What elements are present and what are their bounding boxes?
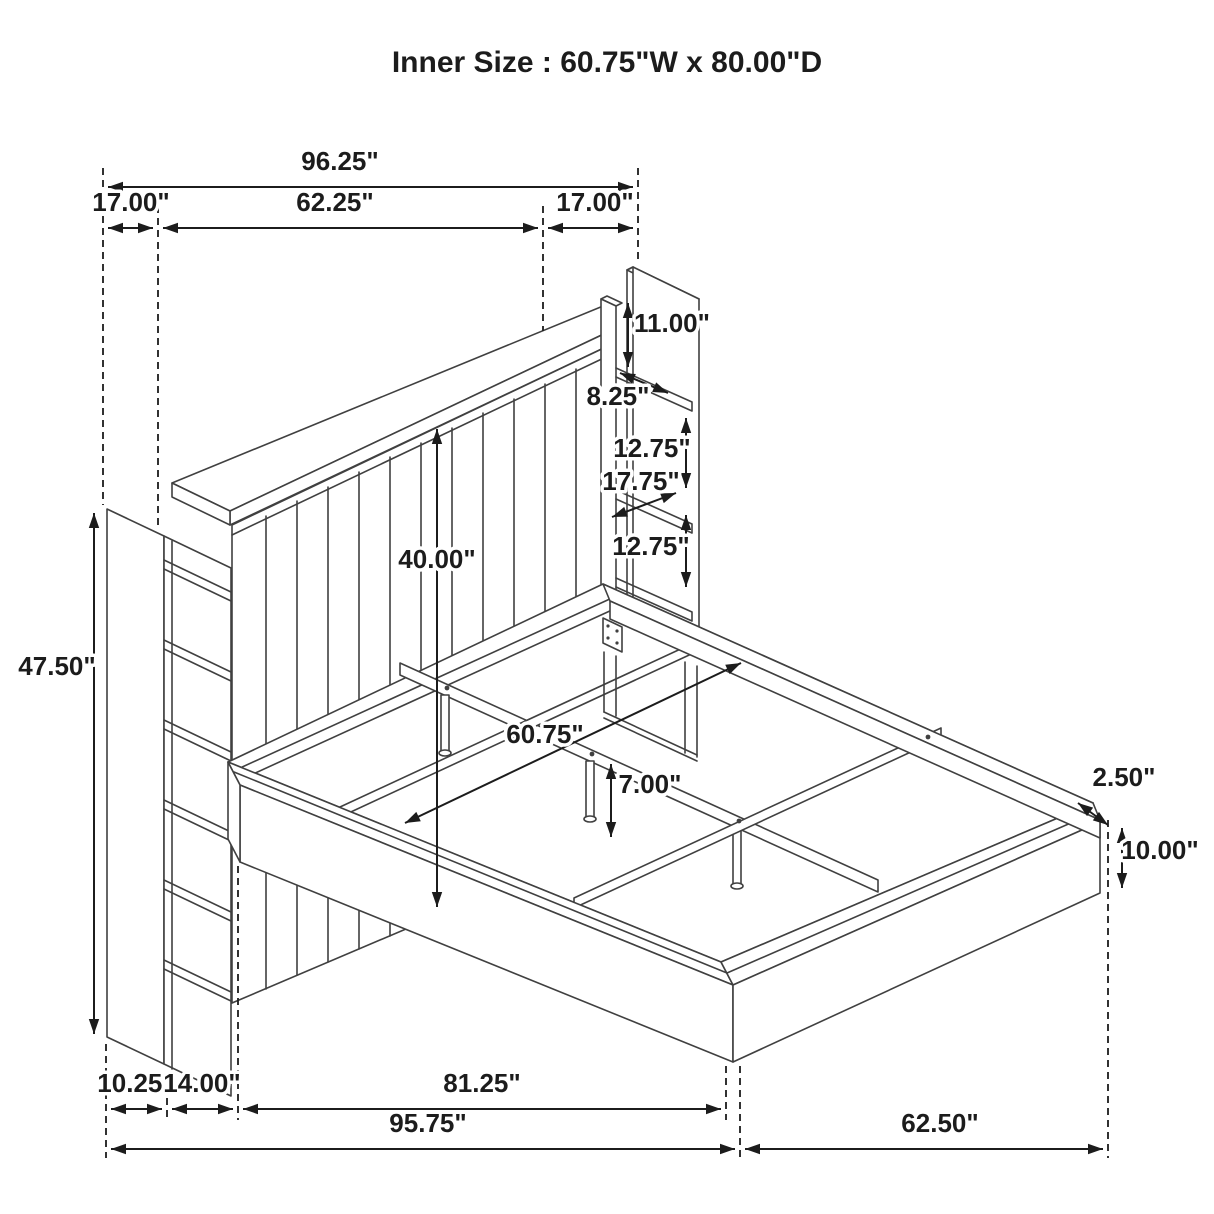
- dimension-label-rail-height: 10.00": [1121, 835, 1198, 865]
- arrowhead-icon: [88, 513, 100, 528]
- arrowhead-icon: [163, 222, 178, 234]
- arrowhead-icon: [622, 352, 634, 367]
- dimension-label-shelf-opening-b: 12.75": [612, 531, 689, 561]
- bed-platform: [227, 583, 1101, 1063]
- arrowhead-icon: [138, 222, 153, 234]
- arrowhead-icon: [523, 222, 538, 234]
- dimension-label-leg-height: 7.00": [619, 769, 682, 799]
- arrowhead-icon: [108, 222, 123, 234]
- dimension-label-gap-depth: 14.00": [163, 1068, 240, 1098]
- extension-lines: [102, 168, 1109, 1158]
- arrowhead-icon: [431, 429, 443, 444]
- diagram-title: Inner Size : 60.75"W x 80.00"D: [392, 46, 822, 79]
- arrowhead-icon: [618, 181, 633, 193]
- arrowhead-icon: [1088, 1143, 1103, 1155]
- arrowhead-icon: [431, 892, 443, 907]
- dimension-label-foot-width: 62.50": [901, 1108, 978, 1138]
- arrowhead-icon: [745, 1143, 760, 1155]
- dimension-label-shelf-depth-top: 8.25": [587, 381, 650, 411]
- dimension-label-pier-depth: 17.75": [602, 466, 679, 496]
- arrowhead-icon: [618, 222, 633, 234]
- dimension-label-shelf-opening-a: 12.75": [613, 433, 690, 463]
- dimension-label-headboard-width: 62.25": [296, 187, 373, 217]
- right-pier-base: [603, 651, 698, 762]
- arrowhead-icon: [622, 303, 634, 318]
- arrowhead-icon: [243, 1103, 258, 1115]
- arrowhead-icon: [172, 1103, 187, 1115]
- dimension-label-overall-depth: 95.75": [389, 1108, 466, 1138]
- arrowhead-icon: [218, 1103, 233, 1115]
- arrowhead-icon: [111, 1143, 126, 1155]
- dimension-label-pier-base-depth: 10.25": [97, 1068, 174, 1098]
- arrowhead-icon: [680, 515, 692, 530]
- dimension-arrow-inner-width: [404, 662, 742, 824]
- arrowhead-icon: [725, 663, 741, 675]
- arrowhead-icon: [652, 382, 668, 393]
- arrowhead-icon: [88, 1019, 100, 1034]
- dimension-label-inner-width: 60.75": [506, 719, 583, 749]
- arrowhead-icon: [1092, 811, 1108, 825]
- dimension-label-pier-height: 47.50": [18, 651, 95, 681]
- arrowhead-icon: [1116, 873, 1128, 888]
- arrowhead-icon: [605, 822, 617, 837]
- arrowhead-icon: [706, 1103, 721, 1115]
- arrowhead-icon: [605, 764, 617, 779]
- left-pier: [106, 508, 232, 1097]
- dimension-label-rail-lip: 2.50": [1093, 762, 1156, 792]
- dimension-layer: 96.25" 17.00" 62.25" 17.00" 11.00" 8.25" 12.75…: [15, 143, 1202, 1155]
- arrowhead-icon: [111, 1103, 126, 1115]
- dimension-label-frame-length: 81.25": [443, 1068, 520, 1098]
- dimension-label-top-opening-height: 11.00": [634, 308, 710, 338]
- dimension-label-right-pier-width: 17.00": [556, 187, 633, 217]
- arrowhead-icon: [720, 1143, 735, 1155]
- arrowhead-icon: [680, 473, 692, 488]
- arrowhead-icon: [660, 493, 676, 504]
- arrowhead-icon: [548, 222, 563, 234]
- arrowhead-icon: [612, 506, 628, 517]
- arrowhead-icon: [680, 418, 692, 433]
- arrowhead-icon: [680, 572, 692, 587]
- arrowhead-icon: [108, 181, 123, 193]
- dimension-label-overall-width: 96.25": [301, 146, 378, 176]
- dimension-label-left-pier-width: 17.00": [92, 187, 169, 217]
- arrowhead-icon: [147, 1103, 162, 1115]
- arrowhead-icon: [1116, 828, 1128, 843]
- arrowhead-icon: [405, 811, 421, 823]
- dimension-label-headboard-height: 40.00": [398, 544, 475, 574]
- arrowhead-icon: [1078, 803, 1094, 817]
- arrowhead-icon: [620, 373, 636, 384]
